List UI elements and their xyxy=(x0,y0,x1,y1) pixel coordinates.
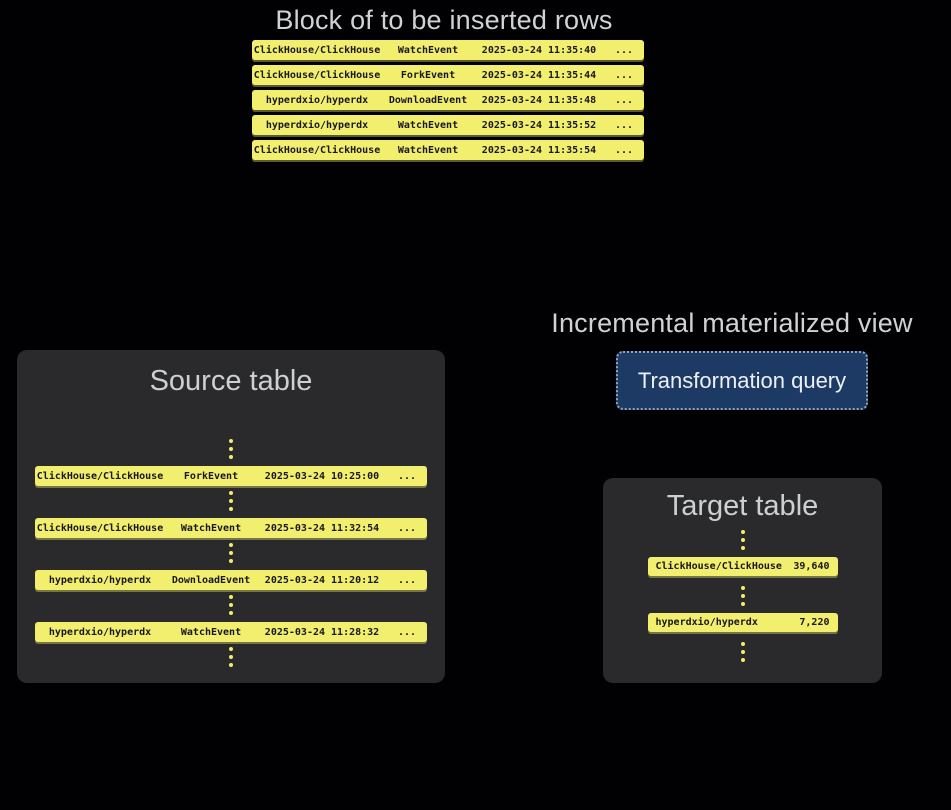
ellipsis-dots xyxy=(740,642,745,662)
row-more: ... xyxy=(397,470,417,482)
source-table-title: Source table xyxy=(149,365,313,397)
dot-icon xyxy=(740,642,745,646)
dot-icon xyxy=(229,655,233,659)
dot-icon xyxy=(740,530,745,534)
table-row: ClickHouse/ClickHouse ForkEvent 2025-03-24… xyxy=(252,65,644,85)
dot-icon xyxy=(229,595,233,599)
table-row: ClickHouse/ClickHouse WatchEvent 2025-03-2… xyxy=(252,40,644,60)
row-timestamp: 2025-03-24 11:32:54 xyxy=(264,522,380,534)
table-row: hyperdxio/hyperdx DownloadEvent 2025-03-24… xyxy=(35,570,427,590)
row-repo: hyperdxio/hyperdx xyxy=(265,119,369,131)
row-timestamp: 2025-03-24 11:35:48 xyxy=(481,94,597,106)
row-event: WatchEvent xyxy=(397,44,459,56)
row-more: ... xyxy=(614,69,634,81)
dot-icon xyxy=(740,650,745,654)
dot-icon xyxy=(229,551,233,555)
dot-icon xyxy=(229,439,233,443)
dot-icon xyxy=(229,647,233,651)
dot-icon xyxy=(740,538,745,542)
row-event: WatchEvent xyxy=(180,626,242,638)
ellipsis-dots xyxy=(229,543,233,563)
table-row: ClickHouse/ClickHouse 39,640 xyxy=(647,557,838,576)
table-row: ClickHouse/ClickHouse ForkEvent 2025-03-24… xyxy=(35,466,427,486)
row-more: ... xyxy=(614,119,634,131)
dot-icon xyxy=(229,499,233,503)
dot-icon xyxy=(740,546,745,550)
dot-icon xyxy=(740,658,745,662)
row-timestamp: 2025-03-24 11:35:52 xyxy=(481,119,597,131)
row-repo: ClickHouse/ClickHouse xyxy=(36,470,164,482)
row-event: ForkEvent xyxy=(400,69,456,81)
source-table-panel: Source table ClickHouse/ClickHouse ForkEv… xyxy=(17,350,445,683)
table-row: ClickHouse/ClickHouse WatchEvent 2025-03-2… xyxy=(252,140,644,160)
row-repo: ClickHouse/ClickHouse xyxy=(36,522,164,534)
ellipsis-dots xyxy=(229,595,233,615)
row-repo: hyperdxio/hyperdx xyxy=(265,94,369,106)
row-event: WatchEvent xyxy=(397,144,459,156)
transformation-query-label: Transformation query xyxy=(637,367,847,393)
row-repo: ClickHouse/ClickHouse xyxy=(253,69,381,81)
target-table-panel: Target table ClickHouse/ClickHouse 39,640… xyxy=(603,478,882,683)
row-timestamp: 2025-03-24 11:28:32 xyxy=(264,626,380,638)
row-more: ... xyxy=(614,44,634,56)
dot-icon xyxy=(229,447,233,451)
row-repo: ClickHouse/ClickHouse xyxy=(655,561,782,572)
insert-block-title: Block of to be inserted rows xyxy=(275,5,613,35)
row-event: WatchEvent xyxy=(180,522,242,534)
dot-icon xyxy=(229,603,233,607)
row-repo: ClickHouse/ClickHouse xyxy=(253,144,381,156)
dot-icon xyxy=(740,586,745,590)
row-event: DownloadEvent xyxy=(171,574,251,586)
row-repo: hyperdxio/hyperdx xyxy=(48,626,152,638)
row-more: ... xyxy=(614,94,634,106)
dot-icon xyxy=(229,611,233,615)
dot-icon xyxy=(740,594,745,598)
dot-icon xyxy=(740,602,745,606)
table-row: hyperdxio/hyperdx WatchEvent 2025-03-24 11… xyxy=(35,622,427,642)
dot-icon xyxy=(229,663,233,667)
dot-icon xyxy=(229,559,233,563)
dot-icon xyxy=(229,491,233,495)
row-more: ... xyxy=(397,522,417,534)
dot-icon xyxy=(229,455,233,459)
row-more: ... xyxy=(397,574,417,586)
ellipsis-dots xyxy=(229,647,233,667)
row-more: ... xyxy=(397,626,417,638)
table-row: hyperdxio/hyperdx DownloadEvent 2025-03-24… xyxy=(252,90,644,110)
ellipsis-dots xyxy=(229,439,233,459)
table-row: hyperdxio/hyperdx WatchEvent 2025-03-24 11… xyxy=(252,115,644,135)
row-timestamp: 2025-03-24 11:35:40 xyxy=(481,44,597,56)
materialized-view-title: Incremental materialized view xyxy=(551,308,913,338)
row-repo: ClickHouse/ClickHouse xyxy=(253,44,381,56)
ellipsis-dots xyxy=(740,530,745,550)
row-count: 39,640 xyxy=(793,561,830,572)
row-repo: hyperdxio/hyperdx xyxy=(655,617,758,628)
row-more: ... xyxy=(614,144,634,156)
row-timestamp: 2025-03-24 11:20:12 xyxy=(264,574,380,586)
row-timestamp: 2025-03-24 11:35:44 xyxy=(481,69,597,81)
target-table-title: Target table xyxy=(666,490,819,522)
row-timestamp: 2025-03-24 11:35:54 xyxy=(481,144,597,156)
ellipsis-dots xyxy=(740,586,745,606)
row-event: WatchEvent xyxy=(397,119,459,131)
dot-icon xyxy=(229,507,233,511)
row-timestamp: 2025-03-24 10:25:00 xyxy=(264,470,380,482)
row-event: DownloadEvent xyxy=(388,94,468,106)
table-row: hyperdxio/hyperdx 7,220 xyxy=(647,613,838,632)
ellipsis-dots xyxy=(229,491,233,511)
table-row: ClickHouse/ClickHouse WatchEvent 2025-03-2… xyxy=(35,518,427,538)
dot-icon xyxy=(229,543,233,547)
source-table-rows: ClickHouse/ClickHouse ForkEvent 2025-03-24… xyxy=(35,419,427,674)
row-repo: hyperdxio/hyperdx xyxy=(48,574,152,586)
row-count: 7,220 xyxy=(799,617,830,628)
target-table-rows: ClickHouse/ClickHouse 39,640 hyperdxio/hyp… xyxy=(647,530,838,669)
row-event: ForkEvent xyxy=(183,470,239,482)
transformation-query-button: Transformation query xyxy=(616,351,868,410)
